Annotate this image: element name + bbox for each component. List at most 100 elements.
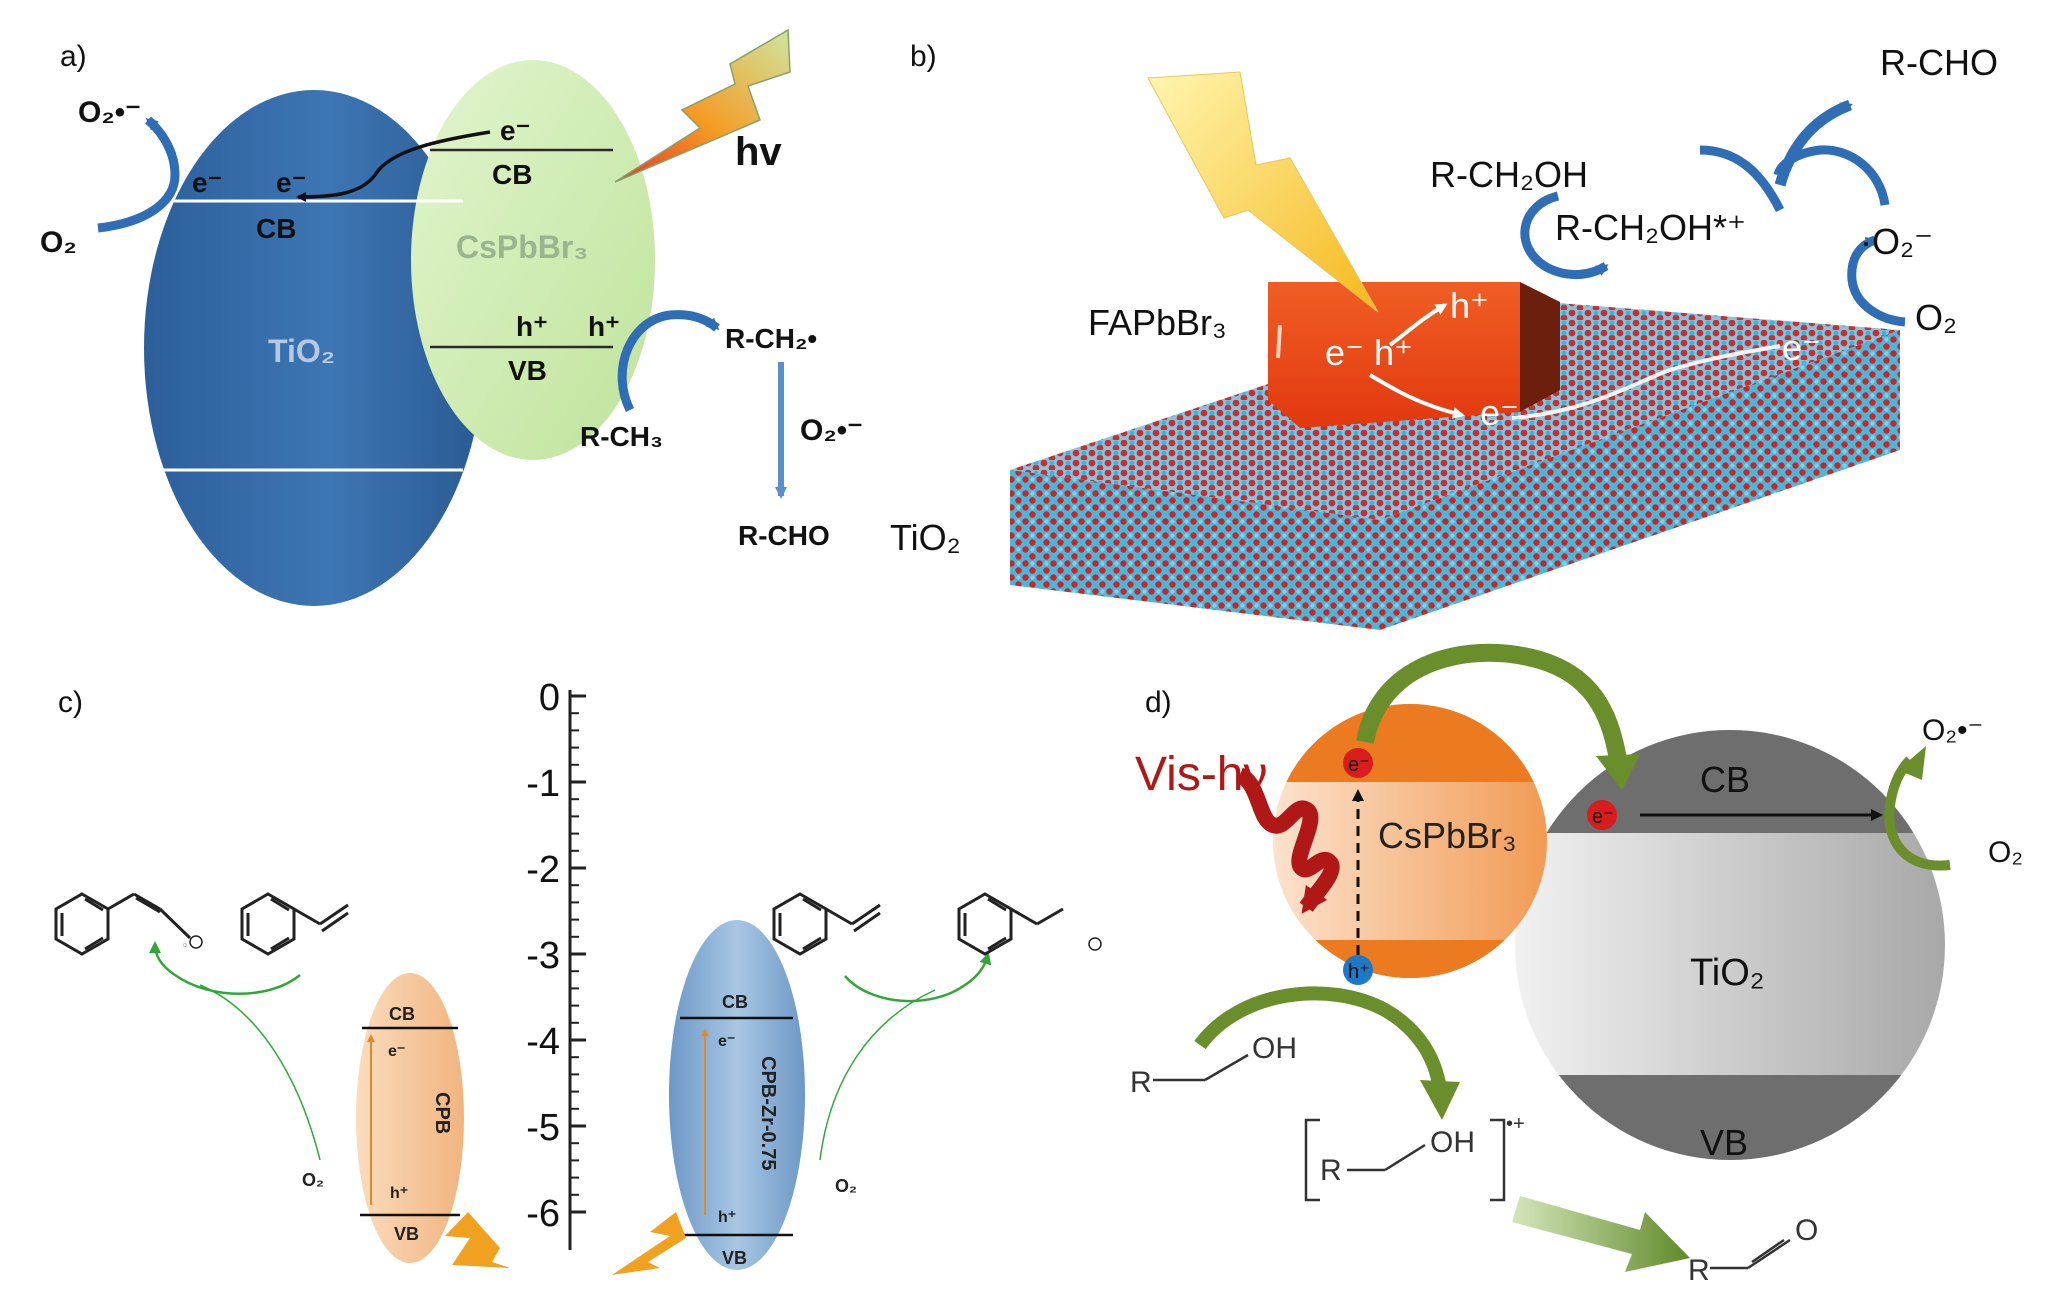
lightning-bolt-icon bbox=[445, 1212, 510, 1268]
alcohol-oxidation-arrow-d bbox=[1194, 986, 1447, 1092]
rch2-radical-label: R-CH₂• bbox=[725, 323, 817, 354]
rcho-label: R-CHO bbox=[738, 520, 830, 551]
electron-particle-1 bbox=[1343, 748, 1373, 778]
benzaldehyde-cho-bond bbox=[158, 907, 192, 940]
cpb-electron-label: e⁻ bbox=[388, 1043, 405, 1060]
aldehyde-output-arrow bbox=[1774, 99, 1853, 187]
rch3-label: R-CH₃ bbox=[580, 421, 663, 452]
axis-tick-label: -4 bbox=[526, 1021, 560, 1063]
visible-light-arrow bbox=[1235, 767, 1340, 914]
cspbbr3-electron: e⁻ bbox=[500, 115, 530, 146]
cpb-ellipse bbox=[356, 973, 464, 1263]
cpb-zr-ellipse bbox=[669, 920, 805, 1270]
o2-radical-label-d: O₂•⁻ bbox=[1922, 714, 1983, 747]
hole-particle bbox=[1343, 955, 1373, 985]
tio2-label: TiO₂ bbox=[268, 333, 335, 369]
cpb-label: CPB bbox=[431, 1092, 453, 1134]
rch2oh-radical-label: R-CH₂OH*⁺ bbox=[1555, 207, 1746, 248]
electron-label-d-2: e⁻ bbox=[1592, 806, 1614, 828]
cpb-zr-cb-label: CB bbox=[722, 992, 748, 1012]
lattice-front-face bbox=[1010, 470, 1380, 630]
cpb-hole-label: h⁺ bbox=[390, 1185, 408, 1202]
electron-migration-arrow bbox=[1368, 373, 1465, 419]
alcohol-arrowhead bbox=[1420, 1080, 1460, 1120]
panel-b: b) R-CHO R-CH₂OH R-CH₂OH*⁺ ·O₂⁻ O₂ FAPbB… bbox=[890, 40, 1998, 630]
axis-tick-label: 0 bbox=[539, 677, 560, 719]
tio2-electron-1: e⁻ bbox=[192, 167, 222, 198]
hv-label: hv bbox=[735, 130, 782, 174]
alcohol-r-label: R bbox=[1130, 1066, 1152, 1099]
aldehyde-structure bbox=[1710, 1238, 1791, 1270]
axis-tick-label: -3 bbox=[526, 935, 560, 977]
lightning-bolt-icon bbox=[612, 1212, 686, 1275]
o2-reduction-arrow-d bbox=[1884, 756, 1951, 871]
cspbbr3-cb-label: CB bbox=[492, 159, 532, 190]
o2-label: O₂ bbox=[40, 226, 77, 259]
aldehyde-formation-arrow-left bbox=[1699, 145, 1785, 213]
tio2-electron-2: e⁻ bbox=[276, 167, 306, 198]
alcohol-oh-label: OH bbox=[1252, 1032, 1297, 1065]
tio2-ellipse bbox=[144, 90, 484, 606]
o2-radical-label: O₂•⁻ bbox=[78, 96, 141, 129]
hole-1: h⁺ bbox=[516, 311, 548, 342]
benzaldehyde-structure bbox=[54, 892, 187, 956]
lightning-bolt-icon bbox=[614, 28, 791, 183]
cb-label-d: CB bbox=[1700, 759, 1750, 800]
right-o2-label: O₂ bbox=[835, 1176, 857, 1196]
panel-a-label: a) bbox=[60, 40, 87, 73]
cpb-cb-label: CB bbox=[389, 1004, 415, 1024]
rcho-label-b: R-CHO bbox=[1880, 42, 1998, 83]
panel-c: c) 0-1-2-3-4-5-6 CB e⁻ CPB h⁺ VB CB e⁻ C… bbox=[54, 677, 1102, 1275]
lattice-right-face bbox=[1380, 330, 1900, 630]
o2-reduction-arrow bbox=[97, 116, 180, 233]
cation-r-label: R bbox=[1320, 1154, 1342, 1187]
o2-arrowhead bbox=[1898, 746, 1926, 780]
left-o2-label: O₂ bbox=[302, 1170, 324, 1190]
fapbbr3-label: FAPbBr₃ bbox=[1088, 302, 1227, 343]
electron-surface-path bbox=[1511, 344, 1781, 420]
radical-cation-structure bbox=[1304, 1118, 1506, 1202]
aldehyde-o-label: O bbox=[1795, 1214, 1818, 1247]
benzaldehyde-structure bbox=[957, 892, 1064, 956]
rch2oh-label: R-CH₂OH bbox=[1430, 154, 1588, 195]
cspbbr3-vb-label: VB bbox=[508, 355, 547, 386]
styrene-structure bbox=[240, 892, 349, 956]
axis-tick-label: -6 bbox=[526, 1193, 560, 1235]
cpb-zr-vb-label: VB bbox=[722, 1248, 747, 1268]
axis-tick-label: -5 bbox=[526, 1107, 560, 1149]
electron-label-b: e⁻ bbox=[1480, 392, 1519, 433]
panel-d-label: d) bbox=[1145, 686, 1172, 719]
alcohol-oxidation-arrow bbox=[1520, 191, 1609, 279]
o2-label-d: O₂ bbox=[1988, 836, 2023, 869]
cation-oh-label: OH bbox=[1430, 1126, 1475, 1159]
axis-tick-label: -1 bbox=[526, 763, 560, 805]
cpb-zr-hole-label: h⁺ bbox=[718, 1209, 736, 1226]
electron-hole-pair-label: e⁻ h⁺ bbox=[1325, 332, 1413, 373]
fapbbr3-cube-right bbox=[1520, 282, 1560, 412]
energy-axis-ticks: 0 -1 -2 -3 -4 -5 -6 bbox=[526, 677, 586, 1235]
left-o2-arrow bbox=[199, 984, 321, 1161]
panel-d: d) bbox=[1130, 643, 2023, 1287]
vis-hv-label: Vis-hν bbox=[1135, 748, 1268, 801]
cspbbr3-ellipse bbox=[411, 60, 655, 460]
vb-label-d: VB bbox=[1700, 1122, 1748, 1163]
left-reaction-arrow bbox=[149, 941, 301, 995]
hole-migration-arrow bbox=[1388, 303, 1448, 347]
tio2-label-b: TiO₂ bbox=[890, 517, 961, 558]
electron-label-d-1: e⁻ bbox=[1348, 754, 1370, 776]
axis-tick-label: -2 bbox=[526, 849, 560, 891]
electron-label-b-2: e⁻ bbox=[1782, 327, 1821, 368]
panel-b-label: b) bbox=[910, 40, 937, 73]
electron-transfer-arrow bbox=[296, 130, 491, 202]
electron-transfer-arrowhead bbox=[1596, 754, 1640, 790]
panel-a: a) O₂•⁻ O₂ e⁻ e⁻ CB TiO₂ e⁻ CB CsPbBr₃ h… bbox=[40, 28, 863, 606]
cpb-zr-electron-label: e⁻ bbox=[718, 1033, 735, 1050]
tio2-label-d: TiO₂ bbox=[1690, 952, 1765, 994]
panel-c-label: c) bbox=[58, 686, 83, 719]
cpb-vb-label: VB bbox=[394, 1224, 419, 1244]
o2-label-b: O₂ bbox=[1915, 297, 1957, 338]
o2-radical-label-2: O₂•⁻ bbox=[800, 414, 863, 447]
lightning-bolt-icon bbox=[1147, 71, 1379, 313]
right-o2-arrow bbox=[819, 989, 936, 1161]
